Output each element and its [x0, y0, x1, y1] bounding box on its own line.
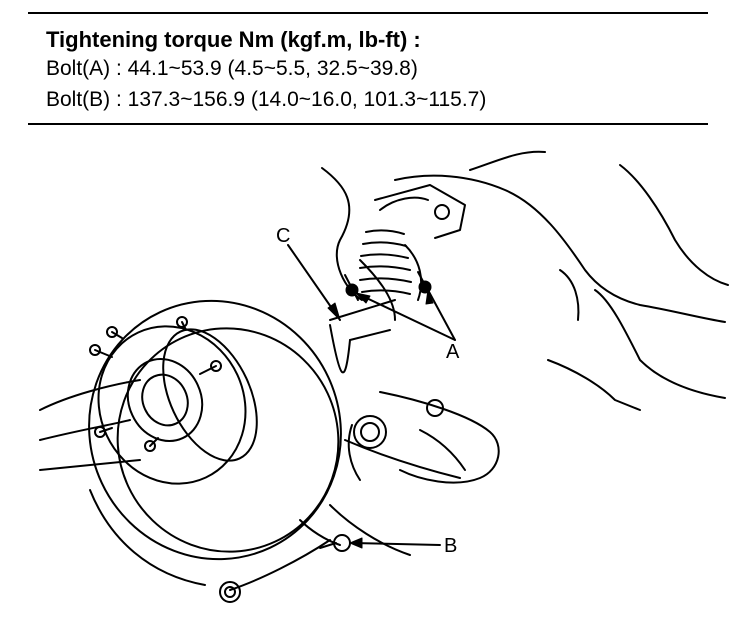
label-a: A — [446, 341, 460, 363]
torque-spec-box: Tightening torque Nm (kgf.m, lb-ft) : Bo… — [28, 12, 708, 125]
leader-b — [351, 542, 441, 546]
wheel-hub — [89, 316, 258, 485]
torque-spec-title: Tightening torque Nm (kgf.m, lb-ft) : — [46, 27, 421, 52]
brake-disc — [88, 299, 342, 586]
drive-shaft — [329, 184, 466, 374]
label-b: B — [444, 535, 457, 557]
label-c: C — [276, 225, 290, 247]
callout-leaders — [287, 244, 456, 549]
lower-arm — [39, 379, 500, 591]
bolt-a-torque: Bolt(A) : 44.1~53.9 (4.5~5.5, 32.5~39.8) — [46, 57, 418, 80]
body-frame — [321, 150, 729, 411]
leader-a1 — [355, 292, 456, 341]
bolt-b-torque: Bolt(B) : 137.3~156.9 (14.0~16.0, 101.3~… — [46, 88, 487, 111]
knuckle — [219, 399, 444, 603]
leader-a2 — [427, 289, 456, 341]
